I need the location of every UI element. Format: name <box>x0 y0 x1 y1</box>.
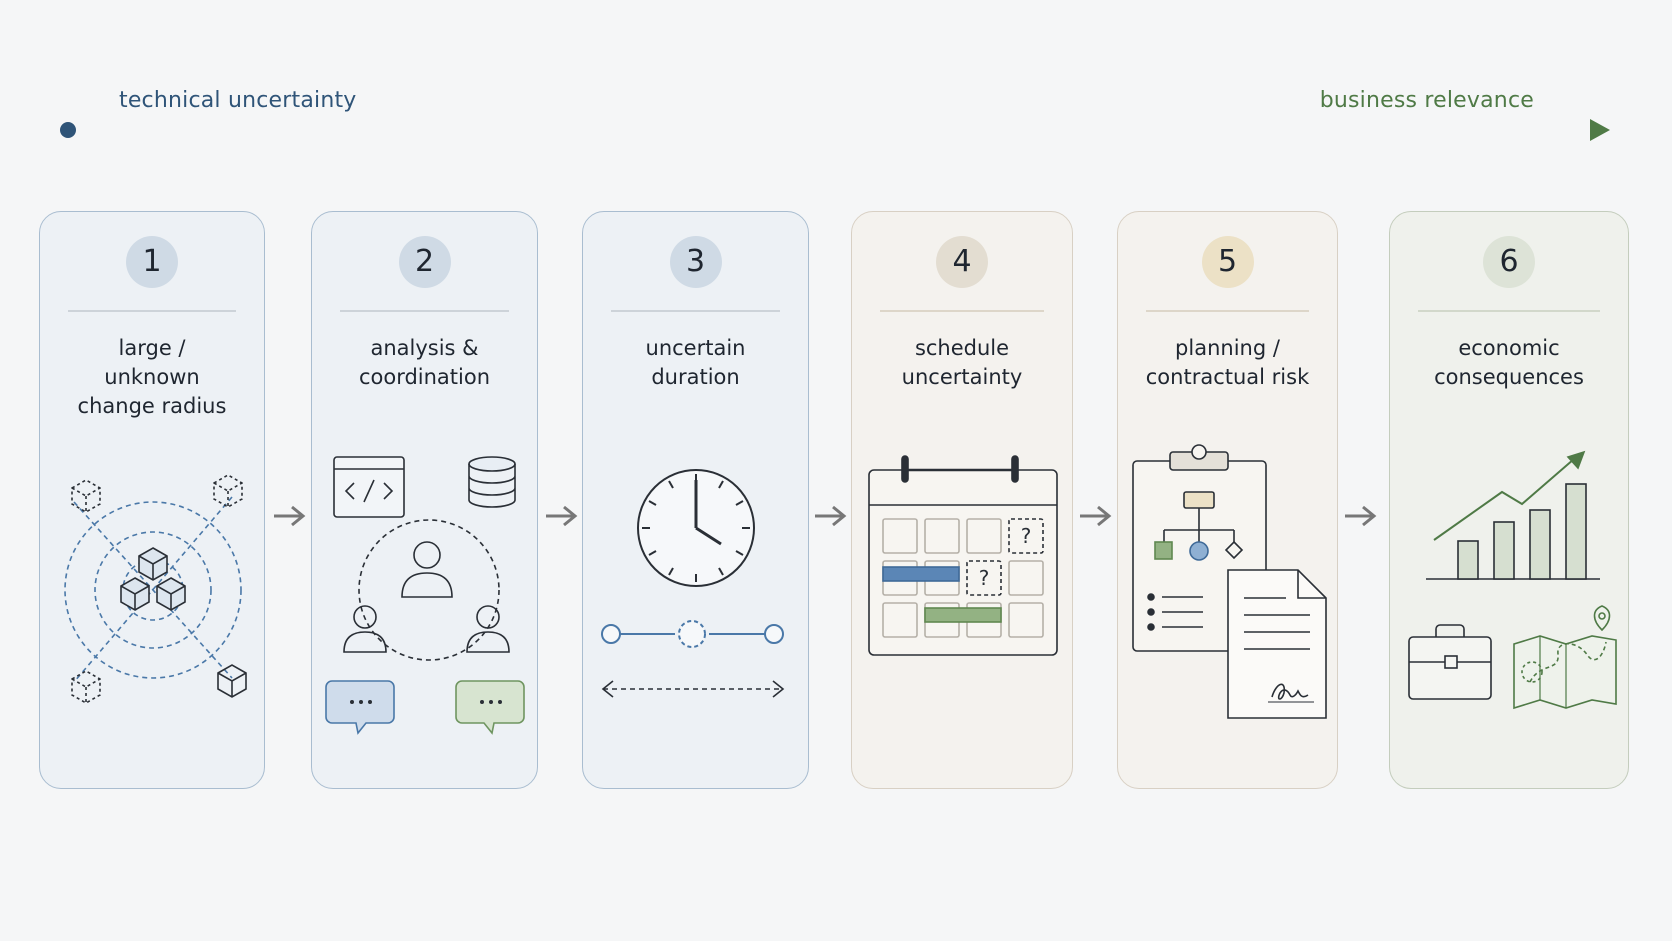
axis-label-technical-uncertainty: technical uncertainty <box>119 88 357 113</box>
step-title: large / unknown change radius <box>77 336 227 418</box>
step-title: schedule uncertainty <box>901 336 1023 389</box>
calendar-icon <box>868 455 1058 656</box>
axis-label-business-relevance: business relevance <box>1319 88 1534 113</box>
step-card-6: 6 economic consequences <box>1389 211 1629 789</box>
step-number-badge: 6 <box>1483 236 1535 288</box>
uncertainty-relevance-axis <box>60 119 1610 141</box>
chat-bubble-icon <box>455 680 525 735</box>
timeline-icon <box>601 620 784 648</box>
right-arrow-icon <box>274 505 306 527</box>
card-divider <box>880 310 1044 312</box>
step-title: economic consequences <box>1434 336 1584 389</box>
axis-arrowhead <box>1590 119 1610 141</box>
step-title: uncertain duration <box>645 336 746 389</box>
step-number-badge: 2 <box>398 236 451 288</box>
map-pin-icon <box>1513 605 1617 710</box>
right-arrow-icon <box>546 505 578 527</box>
step-card-3: 3 uncertain duration <box>582 211 809 789</box>
team-coordination-icon <box>325 456 525 735</box>
question-mark: ? <box>1020 524 1032 548</box>
growth-chart-icon <box>1408 450 1617 710</box>
double-arrow-icon <box>601 680 785 698</box>
right-arrow-icon <box>1345 505 1377 527</box>
step-card-4: 4 schedule uncertainty ? ? <box>851 211 1073 789</box>
step-title: analysis & coordination <box>358 336 491 389</box>
question-mark: ? <box>978 566 990 590</box>
step-card-2: 2 analysis & coordination <box>311 211 538 789</box>
step-card-1: 1 large / unknown change radius <box>39 211 265 789</box>
step-title: planning / contractual risk <box>1145 336 1310 389</box>
card-divider <box>68 310 236 312</box>
right-arrow-icon <box>815 505 847 527</box>
code-window-icon <box>333 456 405 518</box>
step-number-badge: 1 <box>126 236 178 288</box>
step-card-5: 5 planning / contractual risk <box>1117 211 1338 789</box>
bar-chart-icon <box>1426 450 1600 580</box>
axis-start-dot <box>60 122 76 138</box>
contract-document-icon <box>1227 569 1327 719</box>
step-number-badge: 5 <box>1201 236 1254 288</box>
step-number-badge: 4 <box>936 236 988 288</box>
card-divider <box>340 310 509 312</box>
step-number-badge: 3 <box>669 236 722 288</box>
change-radius-cubes-icon <box>64 474 247 704</box>
card-divider <box>1418 310 1600 312</box>
chat-bubble-icon <box>325 680 395 735</box>
database-icon <box>468 456 516 508</box>
clock-icon <box>637 469 755 587</box>
card-divider <box>1146 310 1309 312</box>
clipboard-contract-icon <box>1132 444 1327 719</box>
card-divider <box>611 310 780 312</box>
briefcase-icon <box>1408 624 1492 700</box>
clock-duration-icon <box>601 469 785 698</box>
person-icon <box>343 541 510 653</box>
right-arrow-icon <box>1080 505 1112 527</box>
